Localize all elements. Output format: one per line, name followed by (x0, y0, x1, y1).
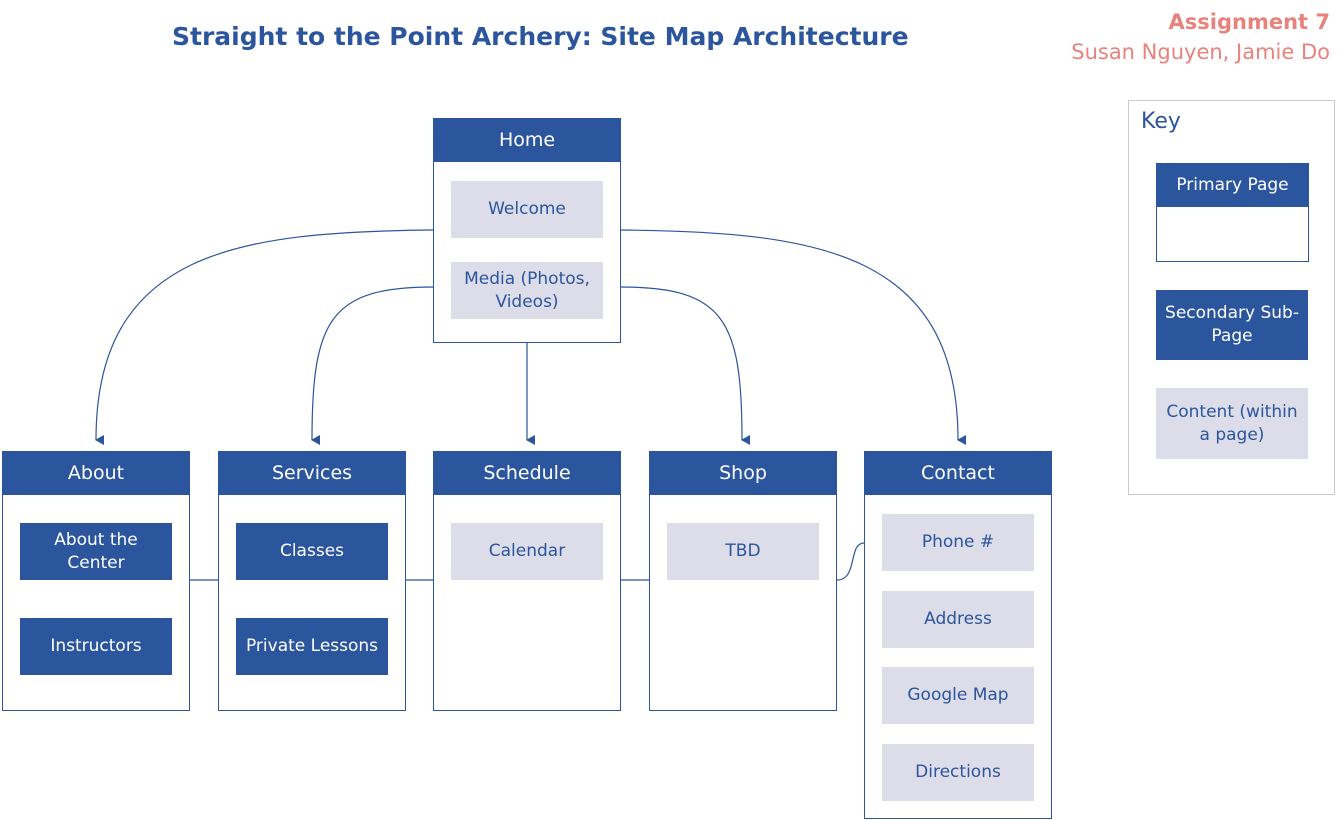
key-content: Content (within a page) (1156, 388, 1308, 459)
shop-page: Shop TBD (649, 451, 837, 711)
content-directions: Directions (882, 744, 1034, 801)
connector-home-services (311, 286, 434, 446)
home-header: Home (433, 118, 621, 162)
content-media: Media (Photos, Videos) (451, 262, 603, 319)
schedule-page: Schedule Calendar (433, 451, 621, 711)
subpage-classes: Classes (236, 523, 388, 580)
connector-home-shop (620, 286, 751, 445)
content-calendar: Calendar (451, 523, 603, 580)
contact-page: Contact Phone # Address Google Map Direc… (864, 451, 1052, 819)
services-header: Services (218, 451, 406, 495)
schedule-header: Schedule (433, 451, 621, 495)
home-page: Home Welcome Media (Photos, Videos) (433, 118, 621, 343)
contact-header: Contact (864, 451, 1052, 495)
key-title: Key (1141, 109, 1181, 134)
about-page: About About the Center Instructors (2, 451, 190, 711)
key-secondary-subpage: Secondary Sub-Page (1156, 290, 1308, 360)
connector-home-contact (620, 229, 967, 445)
content-welcome: Welcome (451, 181, 603, 238)
content-google-map: Google Map (882, 667, 1034, 724)
shop-header: Shop (649, 451, 837, 495)
content-address: Address (882, 591, 1034, 648)
connector-home-about (95, 229, 434, 446)
assignment-label: Assignment 7 (1168, 10, 1330, 34)
subpage-about-the-center: About the Center (20, 523, 172, 580)
content-tbd: TBD (667, 523, 819, 580)
key-primary-header: Primary Page (1156, 163, 1309, 207)
subpage-instructors: Instructors (20, 618, 172, 675)
subpage-private-lessons: Private Lessons (236, 618, 388, 675)
connector-shop-contact (836, 542, 865, 581)
authors-label: Susan Nguyen, Jamie Do (1071, 40, 1330, 64)
about-header: About (2, 451, 190, 495)
key-legend: Key Primary Page Secondary Sub-Page Cont… (1128, 100, 1335, 495)
services-page: Services Classes Private Lessons (218, 451, 406, 711)
content-phone: Phone # (882, 514, 1034, 571)
key-primary-page: Primary Page (1156, 163, 1309, 262)
page-title: Straight to the Point Archery: Site Map … (172, 22, 909, 51)
